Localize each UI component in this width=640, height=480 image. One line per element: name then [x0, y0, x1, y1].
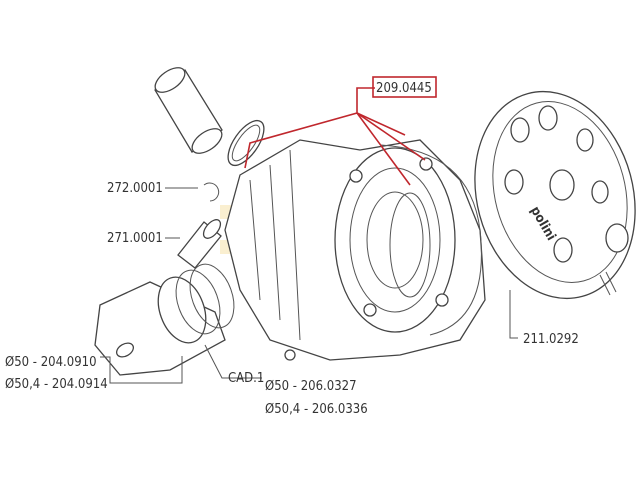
leader-lines	[100, 187, 518, 384]
label-piston-50-4: Ø50,4 - 204.0914	[5, 377, 108, 392]
label-gasket-set: 209.0445	[376, 81, 432, 96]
piston-pin-part	[177, 219, 222, 269]
label-cad: CAD.1	[228, 371, 264, 386]
label-piston-50: Ø50 - 204.0910	[5, 355, 97, 370]
cylinder-head-part: polini	[474, 90, 636, 300]
label-rings-50-4: Ø50,4 - 206.0336	[265, 402, 368, 417]
label-circlip: 272.0001	[107, 181, 163, 196]
bushing-part	[154, 67, 265, 167]
circlip-part	[203, 182, 220, 202]
gasket-set-leaders	[244, 76, 437, 186]
gasket-set-highlight-box	[372, 76, 437, 98]
piston-part	[94, 263, 235, 376]
label-rings-50: Ø50 - 206.0327	[265, 379, 357, 394]
head-bolt-holes	[504, 105, 609, 263]
label-piston-pin: 271.0001	[107, 231, 163, 246]
label-cylinder-head: 211.0292	[523, 332, 579, 347]
cylinder-part	[224, 139, 486, 361]
